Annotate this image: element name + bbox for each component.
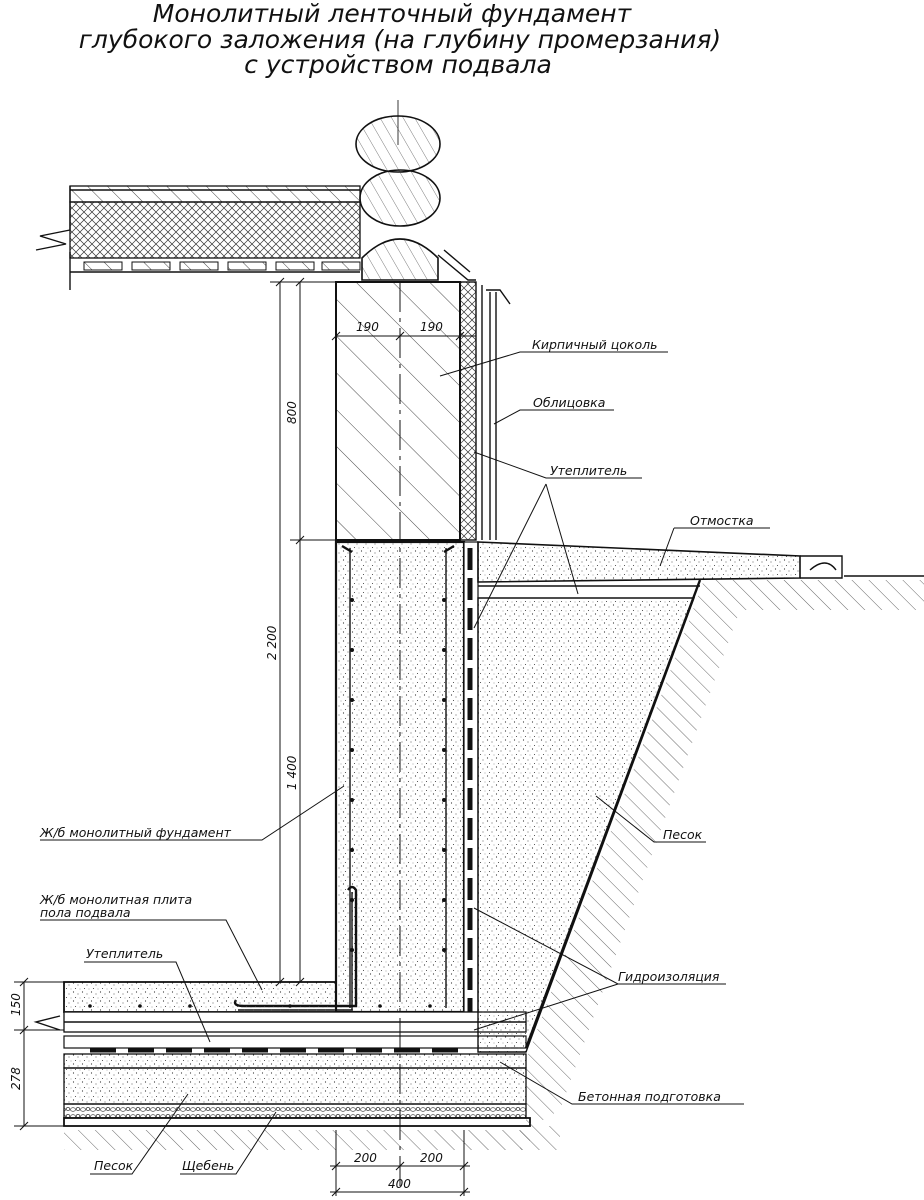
label-sand-backfill: Песок: [663, 827, 703, 842]
title-line-2: глубокого заложения (на глубину промерза…: [79, 25, 721, 54]
blind-area: [477, 541, 843, 587]
dim-base-right: 200: [420, 1151, 443, 1165]
title-line-1: Монолитный ленточный фундамент: [153, 0, 633, 28]
label-cladding: Облицовка: [533, 395, 605, 410]
dim-plinth-height: 800: [285, 401, 299, 424]
label-concrete-prep: Бетонная подготовка: [578, 1089, 721, 1104]
label-sand-base: Песок: [94, 1158, 134, 1173]
label-gravel: Щебень: [182, 1158, 234, 1173]
label-blind-area: Отмостка: [690, 513, 754, 528]
dim-plinth-right: 190: [420, 320, 443, 334]
label-rc-slab-line1: Ж/б монолитная плита: [39, 892, 192, 907]
upper-floor: [35, 185, 361, 290]
dim-slab-thickness: 150: [9, 993, 23, 1016]
label-rc-foundation: Ж/б монолитный фундамент: [39, 825, 232, 840]
dim-plinth-left: 190: [356, 320, 379, 334]
label-brick-plinth: Кирпичный цоколь: [532, 337, 657, 352]
title-line-3: с устройством подвала: [244, 50, 552, 79]
brick-plinth: [335, 281, 511, 541]
label-rc-slab-line2: пола подвала: [40, 905, 131, 920]
dim-foundation-height: 1 400: [285, 755, 299, 790]
log-wall: [355, 100, 476, 281]
label-leaders: [40, 351, 770, 1175]
basement-slab: [33, 981, 531, 1127]
ground-soil: [64, 575, 924, 1150]
dim-base-total: 400: [388, 1177, 411, 1191]
label-waterproofing: Гидроизоляция: [618, 969, 720, 984]
dim-base-thickness: 278: [9, 1067, 23, 1090]
label-insulation-wall: Утеплитель: [550, 463, 627, 478]
dim-base-left: 200: [354, 1151, 377, 1165]
dimension-lines: [14, 277, 476, 1197]
label-insulation-floor: Утеплитель: [86, 946, 163, 961]
dim-total-height: 2 200: [265, 625, 279, 660]
foundation-wall: [233, 540, 479, 1030]
